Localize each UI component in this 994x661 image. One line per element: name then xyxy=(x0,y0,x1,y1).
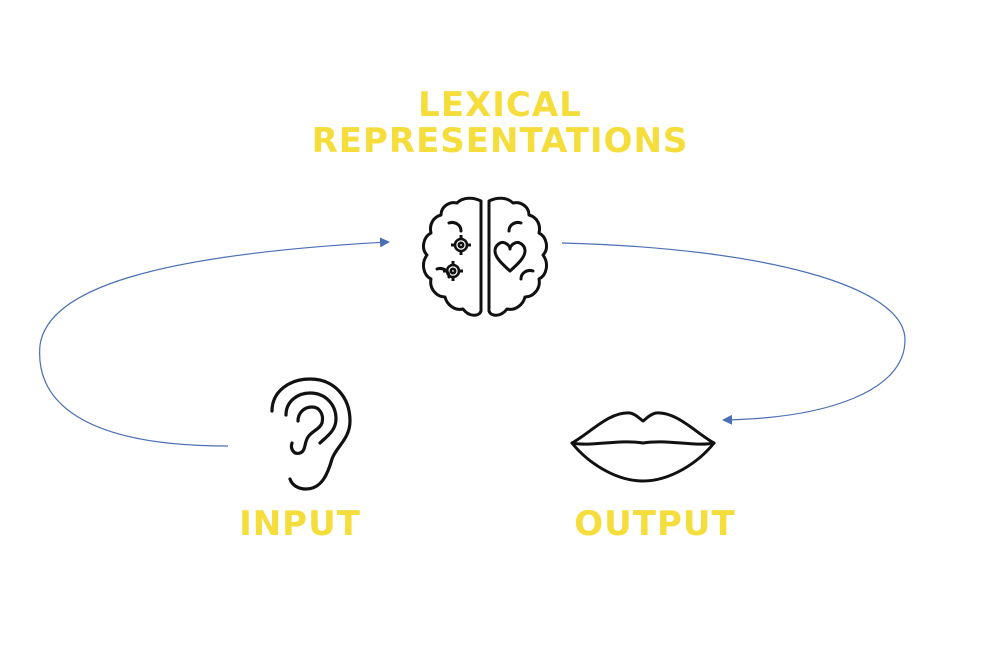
output-label: OUTPUT xyxy=(574,504,736,544)
input-to-lexical-arrow xyxy=(39,237,390,447)
lexical-representations-label: LEXICAL REPRESENTATIONS xyxy=(300,85,700,161)
brain-icon xyxy=(422,196,548,317)
title-line-1: LEXICAL xyxy=(418,85,582,125)
lexical-to-output-arrow xyxy=(561,242,906,425)
title-line-2: REPRESENTATIONS xyxy=(311,120,689,161)
ear-icon xyxy=(270,377,352,491)
input-label: INPUT xyxy=(239,504,361,544)
lips-icon xyxy=(570,411,716,483)
